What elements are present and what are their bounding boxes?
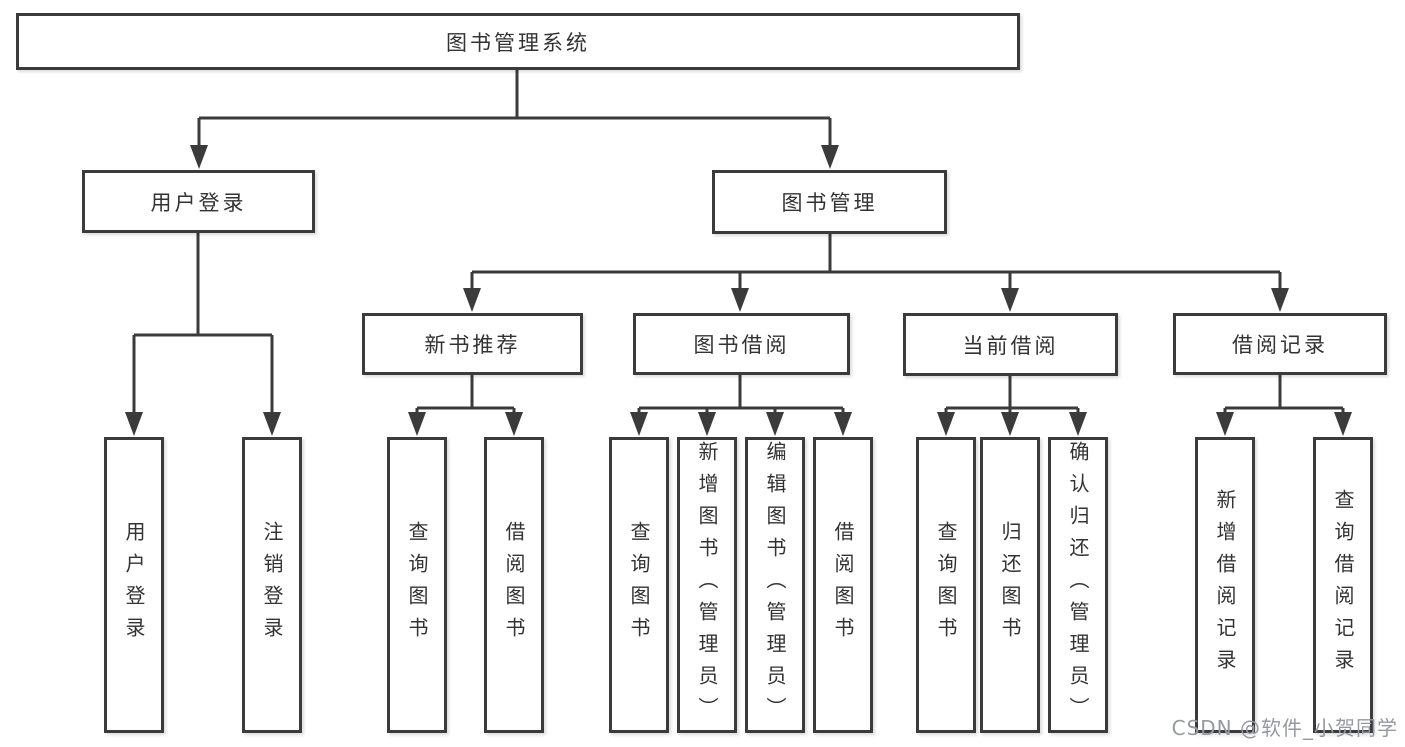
node-label: 借阅记录 [1232, 333, 1328, 357]
connector-new-book [408, 375, 523, 436]
leaf-query-books-borrow: 查询图书 [609, 437, 669, 733]
leaf-label: 借阅图书 [502, 521, 526, 649]
leaf-user-login: 用户登录 [104, 437, 164, 733]
connector-book-management [463, 234, 1289, 312]
connector-borrow-records [1216, 375, 1352, 436]
leaf-edit-books-admin: 编辑图书（管理员） [745, 437, 805, 733]
connector-user-login [125, 233, 281, 436]
connector-current-borrow [937, 376, 1087, 436]
leaf-confirm-return-admin: 确认归还（管理员） [1048, 437, 1108, 733]
leaf-return-books: 归还图书 [980, 437, 1040, 733]
leaf-label: 用户登录 [122, 521, 146, 649]
leaf-add-books-admin: 新增图书（管理员） [677, 437, 737, 733]
node-label: 图书借阅 [693, 333, 790, 357]
leaf-label: 编辑图书（管理员） [763, 441, 787, 729]
leaf-label: 借阅图书 [831, 521, 855, 649]
leaf-label: 归还图书 [998, 521, 1022, 649]
node-label: 当前借阅 [962, 333, 1059, 358]
node-borrow-records: 借阅记录 [1173, 313, 1387, 375]
node-current-borrow: 当前借阅 [903, 313, 1118, 376]
leaf-borrow-books: 借阅图书 [813, 437, 873, 733]
leaf-label: 新增借阅记录 [1213, 489, 1237, 681]
node-user-login: 用户登录 [82, 170, 315, 233]
leaf-query-borrow-record: 查询借阅记录 [1313, 437, 1373, 733]
leaf-query-books-current: 查询图书 [916, 437, 976, 733]
leaf-label: 新增图书（管理员） [695, 441, 719, 729]
leaf-label: 确认归还（管理员） [1066, 441, 1090, 729]
node-new-book-recommend: 新书推荐 [362, 313, 583, 375]
connector-book-borrow [630, 375, 852, 436]
connector-root [190, 69, 839, 169]
leaf-logout: 注销登录 [242, 437, 302, 733]
node-book-borrow: 图书借阅 [633, 313, 850, 375]
node-label: 图书管理系统 [446, 30, 590, 55]
node-label: 用户登录 [150, 190, 247, 215]
leaf-label: 查询借阅记录 [1331, 489, 1355, 681]
leaf-label: 注销登录 [260, 521, 284, 649]
node-label: 图书管理 [781, 191, 878, 215]
leaf-label: 查询图书 [627, 521, 651, 649]
leaf-query-books-recommend: 查询图书 [387, 437, 447, 733]
leaf-label: 查询图书 [405, 521, 429, 649]
node-book-management: 图书管理 [712, 170, 947, 234]
leaf-add-borrow-record: 新增借阅记录 [1195, 437, 1255, 733]
node-library-system: 图书管理系统 [16, 13, 1020, 70]
node-label: 新书推荐 [424, 333, 521, 357]
csdn-watermark: CSDN @软件_小贺同学 [1171, 716, 1398, 740]
leaf-label: 查询图书 [934, 521, 958, 649]
leaf-borrow-books-recommend: 借阅图书 [484, 437, 544, 733]
